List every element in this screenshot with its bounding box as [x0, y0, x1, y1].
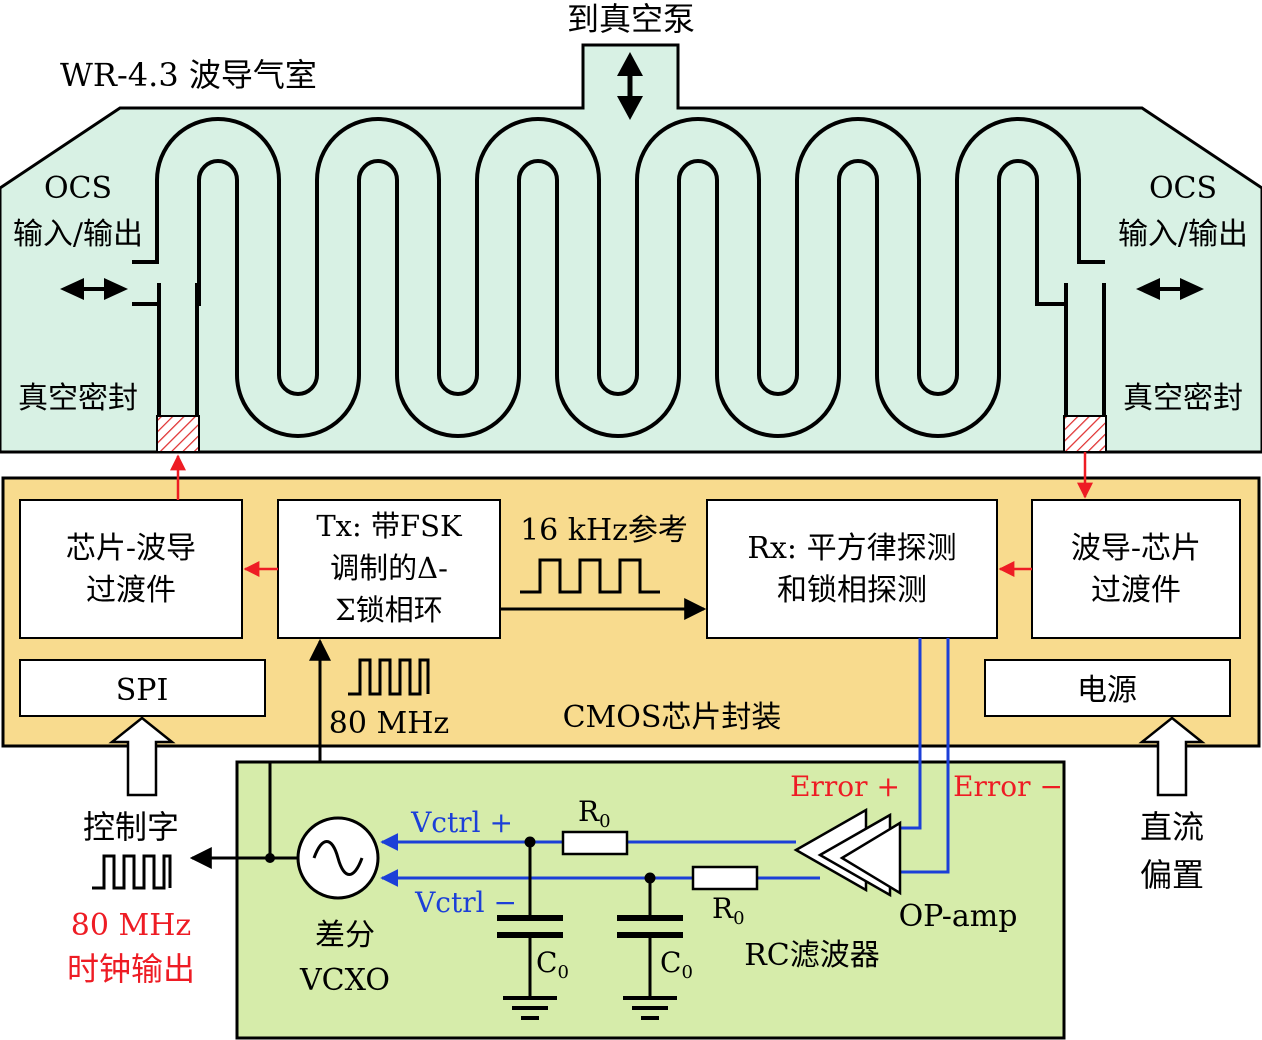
- dc-bias-line1: 直流: [1140, 808, 1204, 846]
- pump-port-arrow: [617, 52, 643, 120]
- vacuum-seal-right-label: 真空密封: [1123, 381, 1243, 416]
- ocs-left-double-arrow: [60, 278, 128, 300]
- clock-out-label: 时钟输出: [67, 950, 195, 988]
- resistor-r0-bottom: [691, 865, 759, 891]
- vcxo-line1: 差分: [315, 918, 375, 953]
- chip-to-waveguide-line1: 芯片-波导: [66, 531, 196, 566]
- c0-left-label: C0: [536, 946, 569, 983]
- rc-filter-label: RC滤波器: [744, 938, 880, 973]
- ocs-right-double-arrow: [1136, 278, 1204, 300]
- error-plus-label: Error +: [790, 770, 900, 803]
- opamp-symbol: [793, 807, 902, 898]
- serpentine-waveguide: [132, 117, 1106, 438]
- tx-block: [277, 499, 501, 639]
- vacuum-seal-left: [156, 415, 200, 453]
- spi-block: [19, 659, 266, 717]
- vctrl-minus-label: Vctrl −: [414, 886, 517, 919]
- spi-label: SPI: [116, 673, 169, 708]
- waveguide-to-chip-block: [1031, 499, 1241, 639]
- tx-line2: 调制的Δ-: [330, 551, 448, 585]
- waveguide-chamber-label: WR-4.3 波导气室: [60, 56, 317, 94]
- clk-80mhz-label: 80 MHz: [329, 706, 449, 741]
- vcxo-line2: VCXO: [299, 963, 390, 998]
- vacuum-seal-left-label: 真空密封: [18, 381, 138, 416]
- tx-line1: Tx: 带FSK: [316, 509, 463, 543]
- clock-out-freq-label: 80 MHz: [71, 908, 191, 943]
- waveguide-to-chip-line1: 波导-芯片: [1071, 531, 1201, 566]
- vctrl-plus-label: Vctrl +: [410, 806, 513, 839]
- vacuum-seal-right: [1063, 415, 1107, 453]
- error-minus-label: Error −: [953, 770, 1063, 803]
- r0-top-label: R0: [578, 795, 611, 832]
- power-label: 电源: [1077, 673, 1137, 708]
- ocs-right-label: OCS: [1149, 171, 1217, 206]
- rx-line1: Rx: 平方律探测: [747, 531, 956, 566]
- control-word-label: 控制字: [83, 808, 179, 846]
- spi-input-arrow: [108, 716, 176, 797]
- io-right-label: 输入/输出: [1118, 217, 1248, 252]
- rx-line2: 和锁相探测: [777, 573, 927, 608]
- rx-block: [706, 499, 998, 639]
- dc-bias-line2: 偏置: [1140, 856, 1204, 894]
- power-input-arrow: [1138, 716, 1206, 797]
- clock-to-tx-line: [268, 638, 331, 858]
- capacitor-c0-left: [497, 836, 563, 1020]
- power-block: [984, 659, 1231, 717]
- waveguide-to-chip-line2: 过渡件: [1091, 573, 1181, 608]
- chip-to-waveguide-block: [19, 499, 243, 639]
- ref-16khz-label: 16 kHz参考: [520, 513, 688, 548]
- control-clock-square-wave: [92, 854, 172, 890]
- capacitor-c0-right: [617, 872, 683, 1020]
- cmos-package-label: CMOS芯片封装: [563, 700, 782, 735]
- opamp-label: OP-amp: [899, 899, 1018, 934]
- ocs-left-label: OCS: [44, 171, 112, 206]
- tx-line3: Σ锁相环: [335, 593, 443, 627]
- vcxo-symbol: [296, 816, 380, 900]
- c0-right-label: C0: [660, 946, 693, 983]
- chip-to-waveguide-line2: 过渡件: [86, 573, 176, 608]
- resistor-r0-top: [561, 830, 629, 856]
- io-left-label: 输入/输出: [13, 217, 143, 252]
- to-vacuum-pump-label: 到真空泵: [567, 0, 695, 38]
- r0-bottom-label: R0: [712, 892, 745, 929]
- ref-square-wave: [520, 558, 660, 594]
- clk-square-wave: [348, 658, 430, 696]
